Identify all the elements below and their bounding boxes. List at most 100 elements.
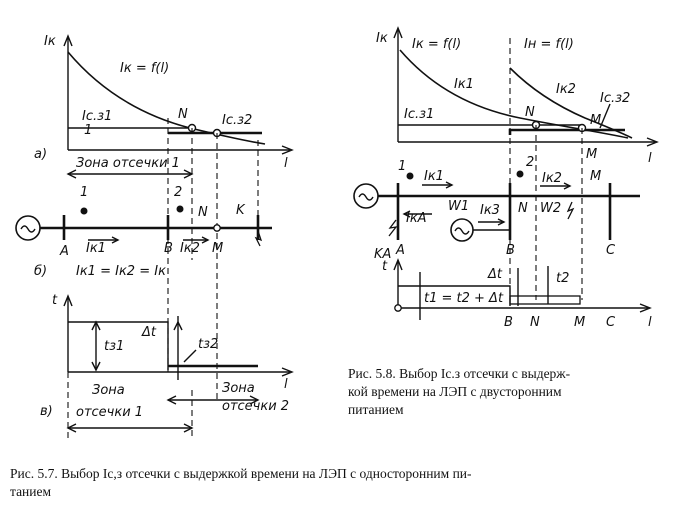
fig57a-x-label: l: [284, 156, 288, 171]
fig58-ika-arrowhead: [402, 210, 411, 218]
fig58-time-b-label: B: [504, 315, 513, 330]
fig57-caption-line2: танием: [10, 484, 51, 499]
fig57b-k-label: K: [236, 203, 246, 218]
fig57b-n-label: N: [198, 205, 208, 220]
fig58-fault-a-icon: [388, 219, 398, 237]
fig58-panel-time: t l Δt t2 t1 = t2 + Δt B N M C: [382, 258, 652, 330]
fig58-time-m-label: M: [574, 315, 585, 330]
fig58-caption-line3: питанием: [348, 402, 404, 417]
fig57c-ts1-arrow-down: [91, 361, 101, 372]
fig58-m-line-label: M: [590, 169, 601, 184]
fig57b-fault-icon: [254, 230, 263, 247]
fig58-ik3-arrowhead: [497, 218, 506, 226]
fig57a-y-label: Iк: [44, 34, 56, 49]
fig58-t-arrow: [393, 258, 403, 271]
fig58-ics2-label: Iс.з2: [600, 91, 630, 106]
fig58-ik2-arrowhead: [563, 182, 572, 190]
fig57-caption-line1: Рис. 5.7. Выбор Iс,з отсечки с выдержкой…: [10, 466, 472, 481]
fig58-panel-line: 1 2 Iк1 Iк2 M W1 N W2 IкA Iк3 KA A B C: [353, 155, 640, 262]
fig57b-b-label: B: [164, 241, 173, 256]
fig58-y-arrow: [393, 26, 403, 39]
fig57c-zone2-arrowhead-left: [166, 395, 177, 405]
fig57a-curve-label: Iк = f(l): [120, 61, 169, 76]
fig58-relay2-label: 2: [526, 155, 534, 170]
fig58-ika-label: IкA: [406, 211, 427, 226]
fig57b-m-point: [213, 224, 221, 232]
fig57-panel-a: Iк l Iк = f(l) Iс.з1 1 Iс.з2 N а) Зона о…: [34, 34, 294, 400]
fig57b-ik1-arrowhead: [111, 236, 120, 244]
fig57b-ik1-label: Iк1: [86, 241, 106, 256]
fig58-t-label: t: [382, 259, 388, 274]
fig58-c-label: C: [606, 243, 616, 258]
fig57c-zone1-label-a: Зона: [92, 383, 125, 398]
fig57c-zone2-arrowhead-right: [249, 395, 260, 405]
fig58-t2-step: [509, 295, 581, 305]
fig57a-n-label: N: [178, 107, 188, 122]
fig57a-zone1-arrowhead-right: [183, 169, 194, 179]
fig57c-ts1-label: tз1: [104, 339, 124, 354]
fig57b-m-label: M: [212, 241, 223, 256]
fig58-ics1-label: Iс.з1: [404, 107, 434, 122]
fig57a-y-arrow: [63, 34, 73, 47]
fig58-ics2-leader: [599, 103, 611, 129]
fig58-relay2-icon: [516, 170, 524, 178]
fig57b-equation: Iк1 = Iк2 = Iк: [76, 264, 166, 279]
fig58-caption-line2: кой времени на ЛЭП с двусторонним: [348, 384, 562, 399]
fig57b-ik2-arrowhead: [201, 236, 210, 244]
fig57a-panel-label: а): [34, 147, 47, 162]
fig57-panel-b: 1 2 N K A Iк1 B Iк2 M б) Iк1 = Iк2 = Iк: [15, 185, 272, 279]
fig58-eq-label: t1 = t2 + Δt: [424, 291, 504, 306]
fig58-m2-label: M: [586, 147, 597, 162]
fig58-ik2-line-label: Iк2: [542, 171, 562, 186]
fig58-t2-label: t2: [556, 271, 569, 286]
fig58-x-label: l: [648, 151, 652, 166]
fig58-fault-m-icon: [566, 201, 575, 220]
fig58-b-label: B: [506, 243, 515, 258]
fig57b-a-label: A: [59, 244, 69, 259]
fig58-w1-label: W1: [448, 199, 469, 214]
fig58-relay1-icon: [406, 172, 414, 180]
fig57c-t-arrow: [63, 294, 73, 307]
fig57c-ts1-arrow-up: [91, 320, 101, 331]
fig58-source-mid-wave: [454, 227, 470, 235]
fig57c-zone1-arrowhead-right: [183, 423, 194, 433]
fig58-ik1-line-label: Iк1: [424, 169, 444, 184]
fig57a-x-arrow: [281, 145, 294, 155]
fig57c-x-label: l: [284, 377, 288, 392]
fig58-x-arrow: [646, 137, 659, 147]
fig57c-ts2-label: tз2: [198, 337, 218, 352]
fig57b-relay2-label: 2: [174, 185, 182, 200]
fig58-caption-line1: Рис. 5.8. Выбор Iс.з отсечки с выдерж-: [348, 366, 571, 381]
fig57c-zone2-label-b: отсечки 2: [222, 399, 289, 414]
fig58-a-label: A: [395, 243, 405, 258]
fig57b-panel-label: б): [34, 264, 47, 279]
fig58-panel-top: Iк l Iк = f(l) Iн = f(l) Iк1 Iк2 Iс.з1 I…: [376, 26, 659, 300]
fig57a-zone1-label: Зона отсечки 1: [76, 156, 180, 171]
fig58-ik1-arrowhead: [445, 181, 454, 189]
fig57b-relay2-icon: [176, 205, 184, 213]
fig58-curve-ik2: [509, 67, 633, 139]
fig57b-ik2-label: Iк2: [180, 241, 200, 256]
fig58-n-label: N: [525, 105, 535, 120]
fig57c-panel-label: в): [40, 404, 53, 419]
fig57a-current-curve: [67, 51, 266, 145]
fig57a-zone1-arrowhead-left: [66, 169, 77, 179]
fig57c-zone2-label-a: Зона: [222, 381, 255, 396]
fig58-time-c-label: C: [606, 315, 616, 330]
fig58-curve2-label: Iн = f(l): [524, 37, 574, 52]
fig57-panel-c: t l tз1 Δt tз2 в) Зона отсечки 1 Зона от…: [40, 293, 294, 440]
fig57b-relay1-label: 1: [80, 185, 88, 200]
fig58-w2-label: W2: [540, 201, 561, 216]
fig57a-ics1-label: Iс.з1: [82, 109, 112, 124]
fig57c-zone1-label-b: отсечки 1: [76, 405, 143, 420]
fig58-curve-ik1: [399, 49, 629, 139]
fig58-time-x-label: l: [648, 315, 652, 330]
fig58-relay1-label: 1: [398, 159, 406, 174]
fig58-time-n-label: N: [530, 315, 540, 330]
fig58-curve1-label: Iк = f(l): [412, 37, 461, 52]
fig58-ik1-label: Iк1: [454, 77, 474, 92]
fig58-n-line-label: N: [518, 201, 528, 216]
fig57c-t1-step: [68, 321, 169, 370]
fig57c-t-label: t: [52, 293, 58, 308]
